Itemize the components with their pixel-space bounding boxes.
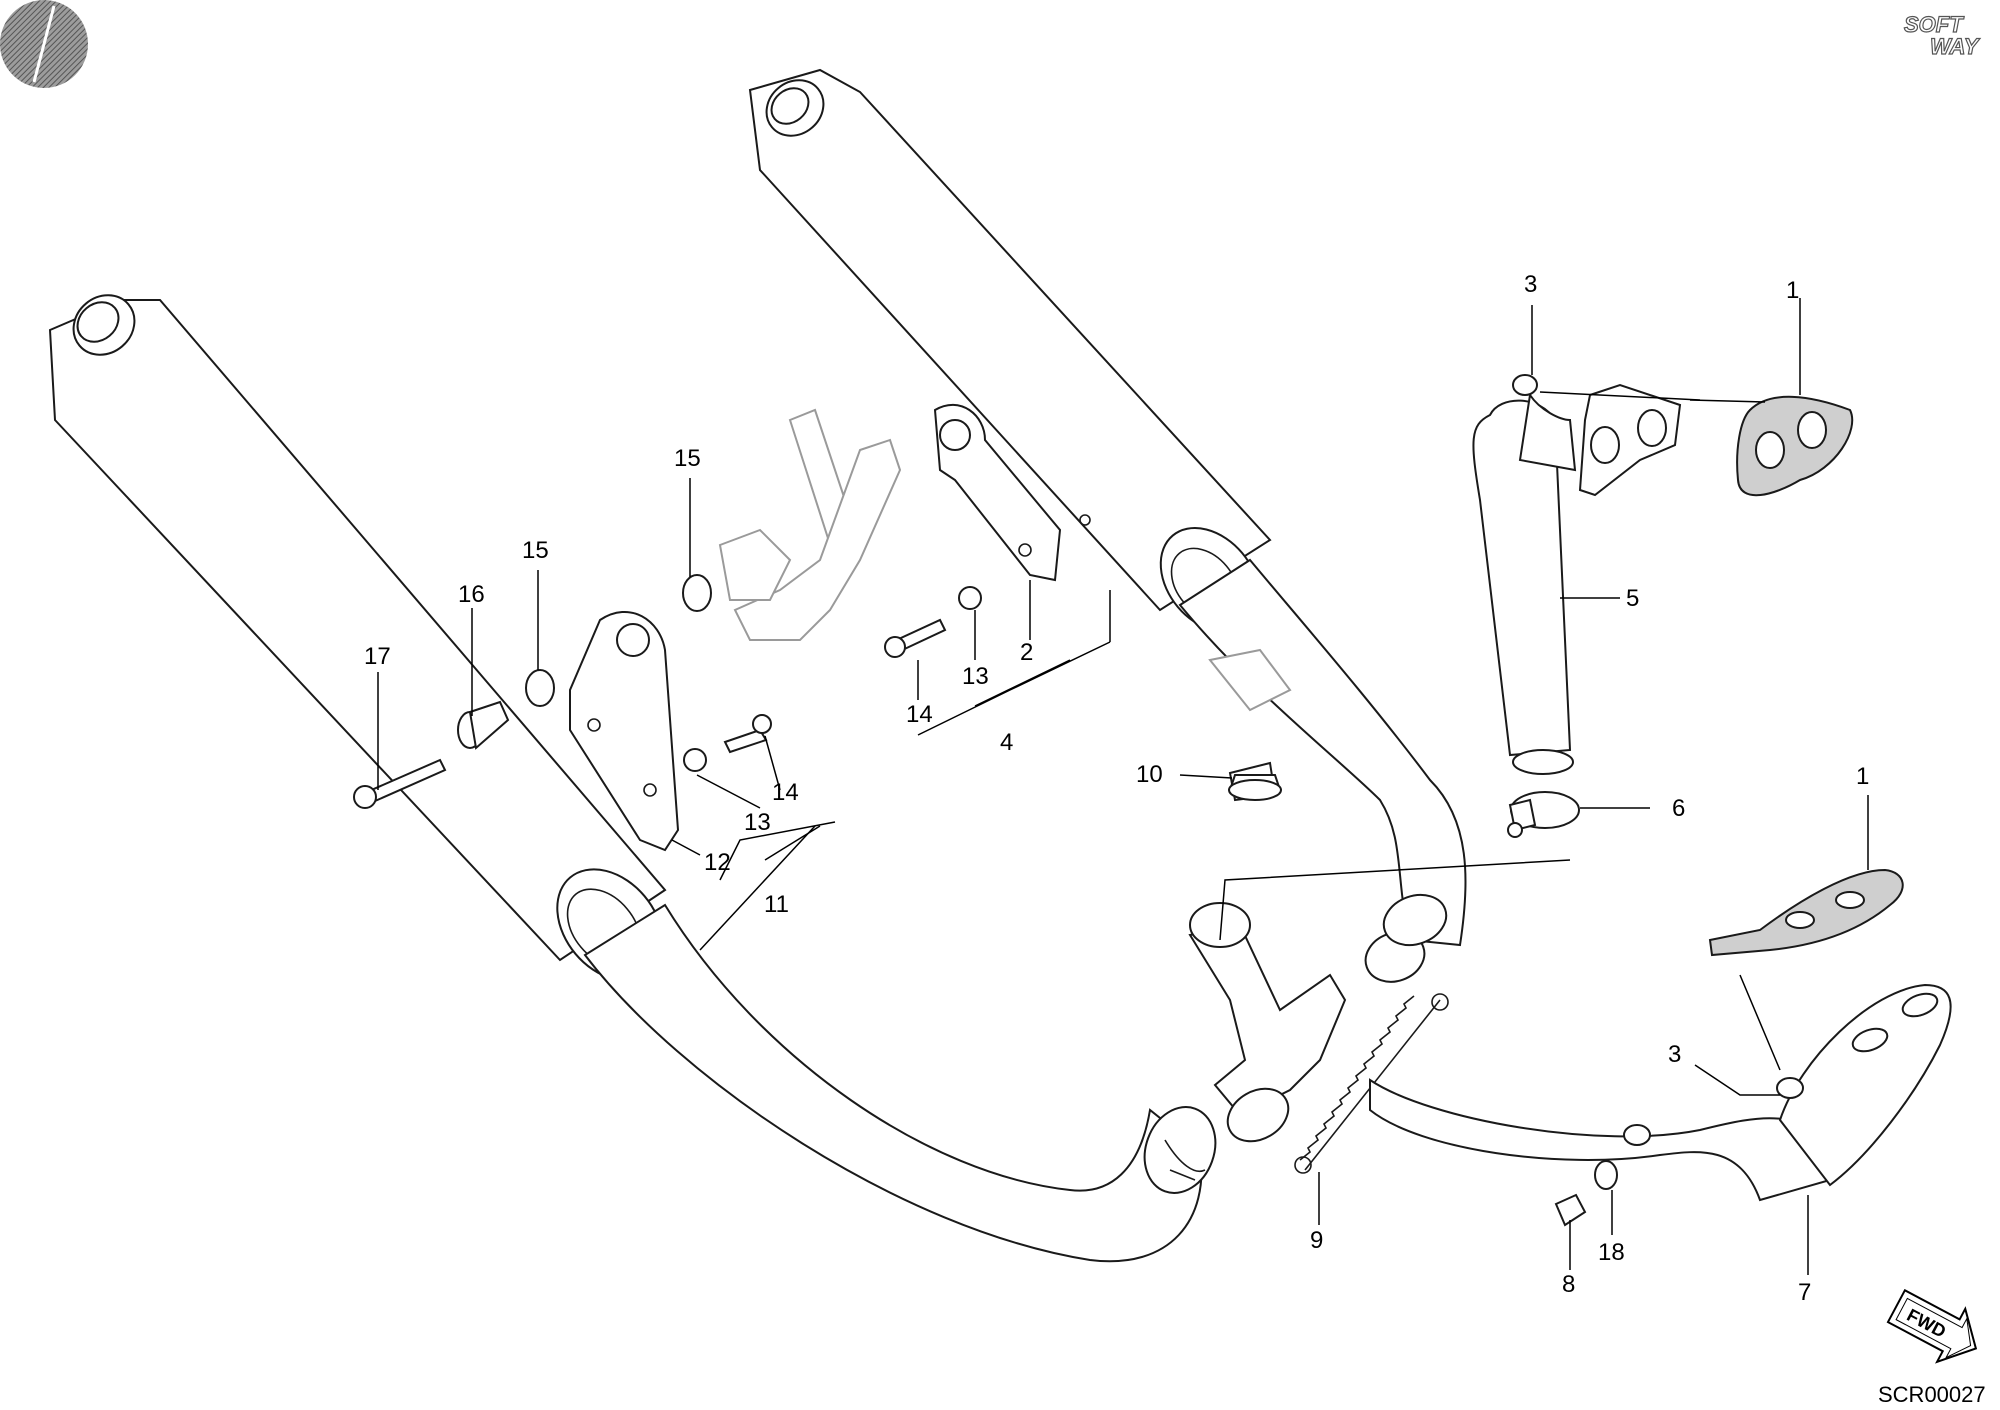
part-y-collector (1188, 893, 1448, 1143)
callout-1-upper: 1 (1786, 277, 1799, 304)
callouts: 1 1 2 3 3 4 5 6 7 8 9 10 11 12 13 13 14 … (364, 271, 1869, 1306)
callout-6: 6 (1672, 795, 1685, 822)
hatched-circle-icon (0, 0, 88, 88)
frame-bracket-ghost (718, 408, 902, 641)
part-2-bracket-right (933, 403, 1091, 582)
part-10-buffer (1228, 774, 1282, 801)
callout-7: 7 (1798, 1279, 1811, 1306)
right-muffler (748, 68, 1467, 947)
callout-8: 8 (1562, 1271, 1575, 1298)
callout-15-left: 15 (522, 537, 549, 564)
brand-logo: SOFT WAY (1900, 8, 1990, 60)
callout-13-right: 13 (962, 663, 989, 690)
callout-14-right: 14 (906, 701, 933, 728)
part-flange-upper (1512, 374, 1682, 497)
callout-11: 11 (764, 891, 789, 918)
logo-line-1: SOFT (1904, 12, 1964, 37)
hardware-lower-right (1554, 1077, 1804, 1227)
forward-arrow-icon: FWD (1886, 1288, 1978, 1364)
callout-16: 16 (458, 581, 485, 608)
callout-17: 17 (364, 643, 391, 670)
part-7-front-pipe (1369, 983, 1952, 1202)
callout-15-top: 15 (674, 445, 701, 472)
callout-2: 2 (1020, 639, 1033, 666)
callout-10: 10 (1136, 761, 1163, 788)
callout-13-left: 13 (744, 809, 771, 836)
callout-14-left: 14 (772, 779, 799, 806)
callout-3-upper: 3 (1524, 271, 1537, 298)
logo-line-2: WAY (1930, 34, 1981, 59)
leader-lines (377, 298, 1869, 1275)
callout-4: 4 (1000, 729, 1013, 756)
callout-1-lower: 1 (1856, 763, 1869, 790)
reference-code: SCR00027 (1878, 1382, 1986, 1407)
part-5-downpipe (1472, 392, 1577, 775)
part-6-clamp (1507, 791, 1580, 838)
left-muffler (48, 294, 1217, 1263)
callout-5: 5 (1626, 585, 1639, 612)
part-12-bracket-left (569, 610, 680, 852)
callout-18: 18 (1598, 1239, 1625, 1266)
part-1-gasket-upper (1736, 395, 1854, 497)
callout-12: 12 (704, 849, 731, 876)
callout-9: 9 (1310, 1227, 1323, 1254)
part-1-gasket-lower (1708, 868, 1904, 957)
callout-3-lower: 3 (1668, 1041, 1681, 1068)
